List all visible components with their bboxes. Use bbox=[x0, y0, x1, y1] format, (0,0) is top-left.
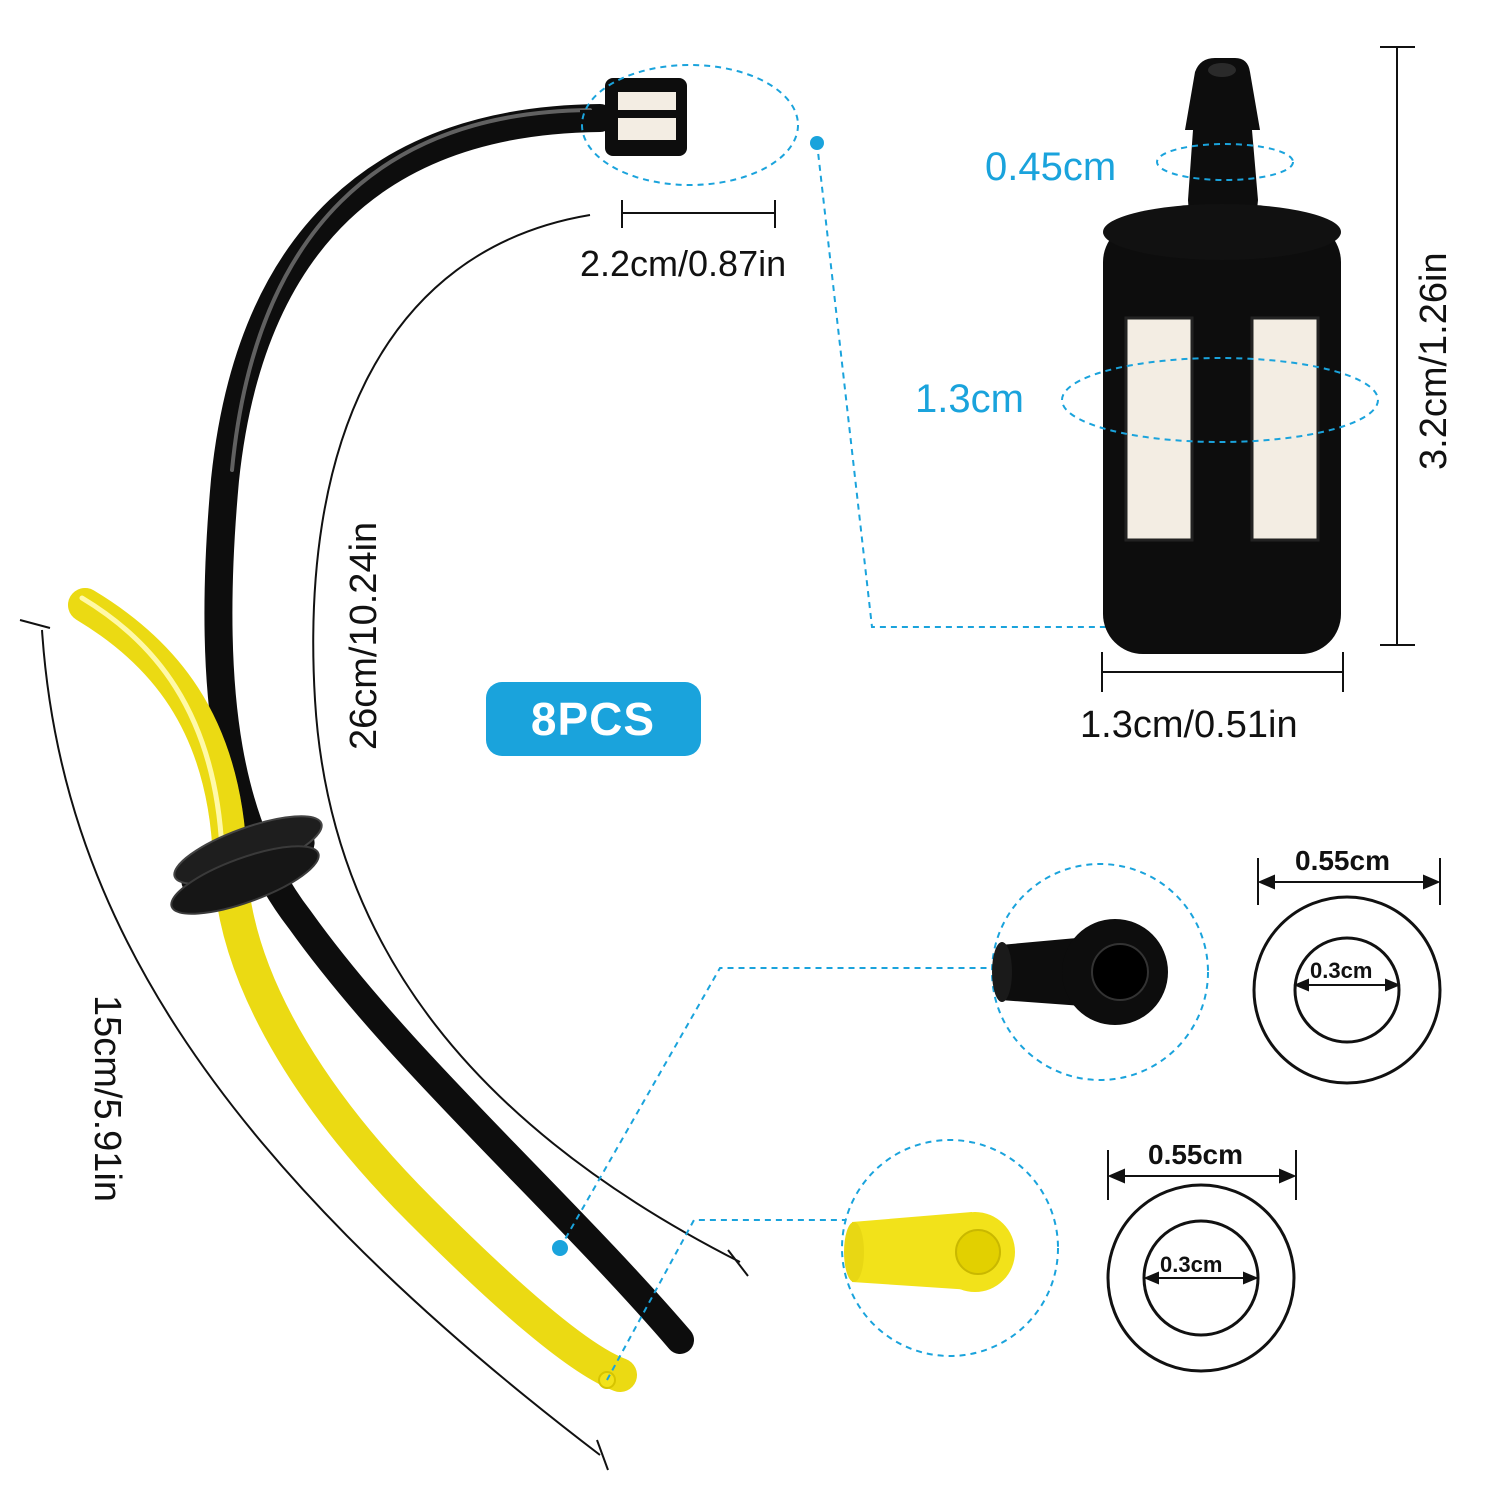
outlet-diameter-label: 0.45cm bbox=[985, 145, 1116, 189]
black-tube-outer-diameter-label: 0.55cm bbox=[1295, 845, 1390, 876]
yellow-fuel-line bbox=[68, 588, 637, 1392]
black-tube-callout-line bbox=[559, 967, 992, 1249]
body-diameter-ellipse bbox=[1061, 357, 1379, 443]
black-tube-ring-diagram: 0.55cm 0.3cm bbox=[1252, 845, 1442, 1085]
black-line-length-label: 26cm/10.24in bbox=[343, 522, 385, 750]
filter-height-dimension bbox=[1380, 46, 1415, 646]
yellow-line-length-label: 15cm/5.91in bbox=[86, 995, 128, 1202]
filter-length-label: 2.2cm/0.87in bbox=[580, 243, 786, 284]
filter-width-label: 1.3cm/0.51in bbox=[1080, 704, 1298, 746]
black-tube-callout-circle bbox=[991, 863, 1209, 1081]
yellow-tube-ring-diagram: 0.55cm 0.3cm bbox=[1106, 1139, 1297, 1373]
yellow-tube-outer-diameter-label: 0.55cm bbox=[1148, 1139, 1243, 1170]
yellow-tube-callout-circle bbox=[841, 1139, 1059, 1357]
yellow-tube-callout-line bbox=[606, 1219, 845, 1381]
quantity-badge: 8PCS bbox=[486, 682, 701, 756]
yellow-line-length-arc bbox=[19, 619, 609, 1471]
filter-length-dimension bbox=[621, 200, 776, 228]
rubber-grommet bbox=[170, 815, 323, 915]
yellow-tube-inner-diameter-label: 0.3cm bbox=[1160, 1252, 1222, 1277]
large-fuel-filter bbox=[1103, 58, 1341, 654]
body-diameter-label: 1.3cm bbox=[915, 377, 1024, 421]
small-fuel-filter bbox=[580, 78, 687, 156]
filter-highlight-ellipse bbox=[581, 64, 799, 186]
black-fuel-line bbox=[204, 104, 694, 1354]
yellow-tube-end-closeup bbox=[844, 1212, 1015, 1292]
black-tube-inner-diameter-label: 0.3cm bbox=[1310, 958, 1372, 983]
black-line-length-arc bbox=[312, 214, 749, 1277]
quantity-badge-label: 8PCS bbox=[531, 693, 655, 745]
outlet-diameter-ellipse bbox=[1156, 143, 1294, 181]
filter-width-dimension bbox=[1101, 652, 1344, 692]
black-tube-end-closeup bbox=[992, 919, 1168, 1025]
filter-callout-line bbox=[816, 142, 1125, 628]
filter-height-label: 3.2cm/1.26in bbox=[1413, 252, 1455, 470]
